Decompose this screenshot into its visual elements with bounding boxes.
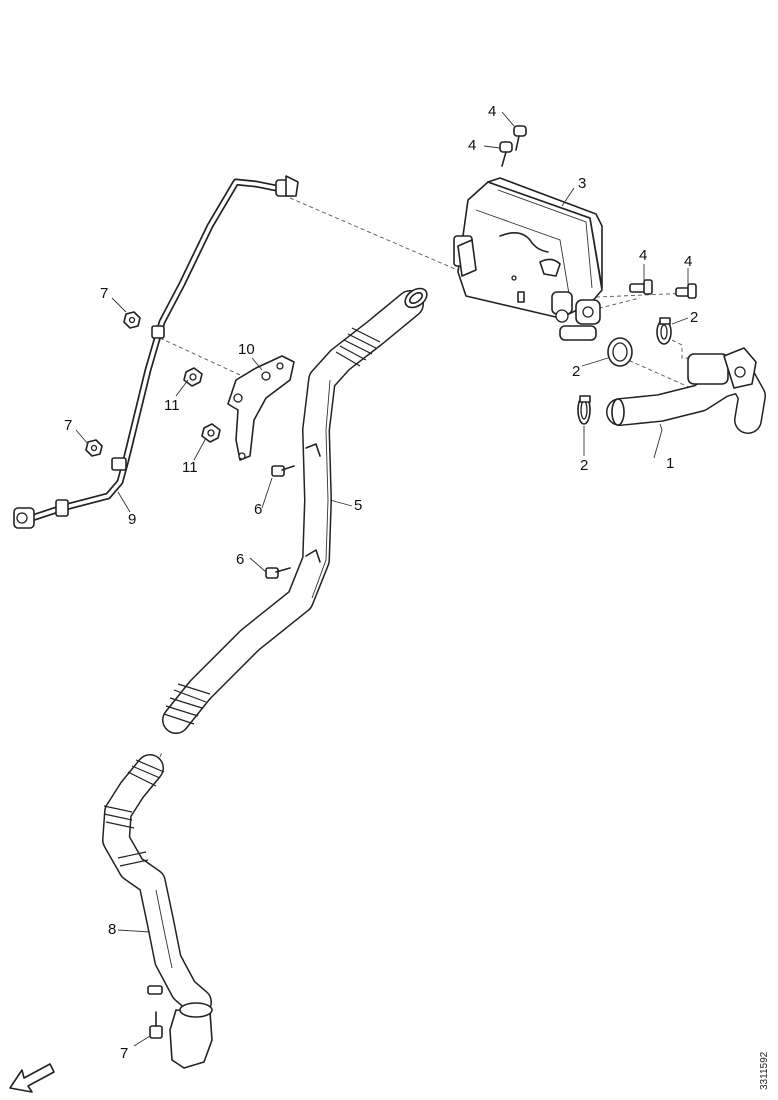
callout-6-upper: 6 [254, 501, 262, 518]
callout-11-lower: 11 [182, 459, 198, 476]
callout-10: 10 [238, 341, 255, 358]
nut-7c [149, 1011, 163, 1039]
callout-2-right: 2 [690, 309, 698, 326]
callout-7-lower: 7 [120, 1045, 128, 1062]
callout-4-second: 4 [468, 137, 476, 154]
clamp-2a [577, 395, 591, 425]
screw-4d [675, 283, 697, 299]
orientation-arrow-icon [9, 1063, 55, 1093]
hose-1 [606, 347, 766, 434]
callout-11-upper: 11 [164, 397, 180, 414]
callout-labels: 1 2 2 2 3 4 4 4 4 5 6 6 7 7 7 8 9 10 11 … [64, 103, 698, 1062]
duct-corrugation-top [335, 327, 381, 367]
assembly-lines [154, 197, 701, 771]
rigid-pipe-9 [13, 175, 299, 529]
callout-2-middle: 2 [572, 363, 580, 380]
flexible-duct-8 [102, 754, 213, 1069]
callout-8: 8 [108, 921, 116, 938]
nut-11a [183, 367, 203, 387]
screw-6b [265, 567, 291, 579]
callout-7-upper: 7 [100, 285, 108, 302]
callout-6-lower: 6 [236, 551, 244, 568]
callout-4-top: 4 [488, 103, 496, 120]
flexible-duct-5 [162, 287, 428, 734]
screw-4a [513, 125, 527, 151]
callout-5: 5 [354, 497, 362, 514]
nut-7a [123, 311, 141, 329]
duct8-corrugation-mid [103, 805, 149, 867]
callout-4-fourth: 4 [684, 253, 692, 270]
duct-corrugation-bottom [163, 683, 211, 725]
callout-4-third: 4 [639, 247, 647, 264]
callout-7-middle: 7 [64, 417, 72, 434]
duct8-corrugation-top [127, 759, 165, 787]
screw-4c [629, 279, 653, 295]
callout-9: 9 [128, 511, 136, 528]
nut-11b [201, 423, 221, 443]
callout-2-lower: 2 [580, 457, 588, 474]
callout-1: 1 [666, 455, 674, 472]
callout-3: 3 [578, 175, 586, 192]
callout-leaders [75, 111, 689, 1047]
nut-7b [85, 439, 103, 457]
reference-code: 3311592 [759, 1051, 770, 1090]
clamp-2b [607, 337, 633, 367]
clamp-2c [656, 317, 672, 345]
heater-unit-3 [453, 177, 603, 341]
screw-6a [271, 465, 295, 477]
bracket-10 [227, 355, 295, 461]
screw-4b [499, 141, 513, 167]
